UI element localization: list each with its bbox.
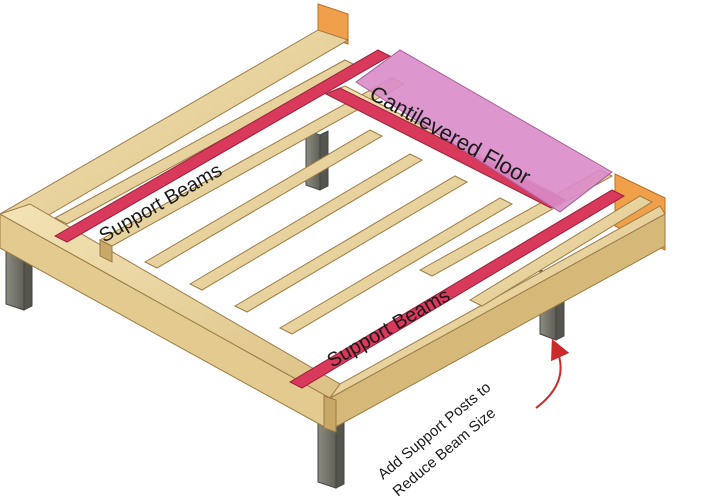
joists <box>53 59 654 335</box>
beam-lower <box>288 189 626 389</box>
floor-frame <box>0 29 666 433</box>
cantilever-floor <box>355 49 613 213</box>
support-beams <box>53 49 626 389</box>
beam-upper <box>53 49 392 243</box>
annotation-arrow <box>535 338 570 409</box>
